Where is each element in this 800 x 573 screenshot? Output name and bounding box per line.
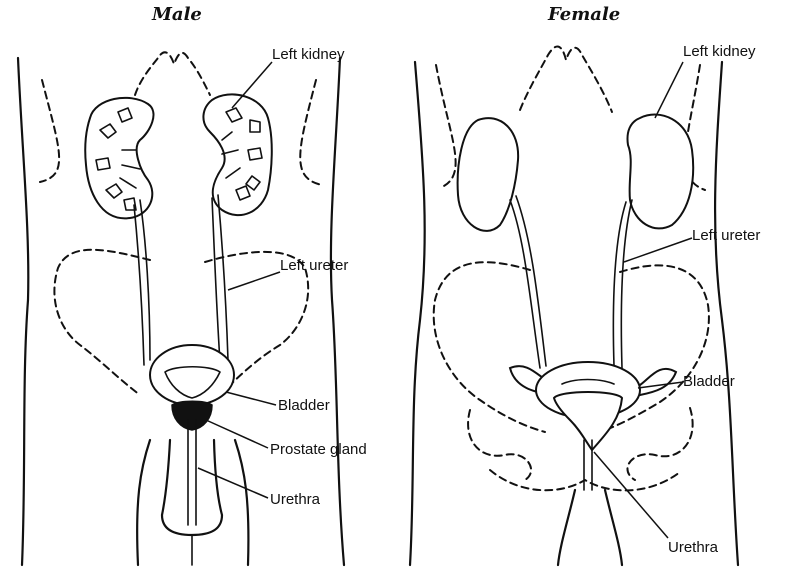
male-ribcage-outline-right (299, 79, 323, 186)
male-kidney-leader (231, 61, 273, 109)
female-left-ureter (620, 199, 633, 369)
male-pelvis-outline-right (204, 250, 310, 396)
female-hip-outline (467, 407, 694, 481)
male-left-ureter-2 (211, 197, 221, 363)
male-figure (16, 51, 346, 567)
male-urethra (187, 419, 197, 526)
female-figure (408, 45, 740, 567)
female-kidney-leader (654, 61, 684, 119)
male-kidney-lobes (95, 107, 263, 211)
female-pubis-outline (489, 469, 681, 492)
female-body-outline (408, 60, 426, 567)
female-bladder-leader (637, 381, 684, 389)
female-left-kidney (626, 113, 695, 230)
female-ureter-leader (623, 237, 693, 263)
male-bladder-label: Bladder (278, 397, 330, 414)
female-kidney-label: Left kidney (683, 43, 756, 60)
male-bladder-leader (225, 391, 277, 406)
male-right-ureter (139, 199, 151, 361)
female-right-ureter-2 (515, 195, 547, 367)
female-right-ureter (509, 199, 541, 369)
female-ribcage-outline (435, 64, 457, 189)
male-panel-title: Male (152, 4, 202, 25)
male-prostate (171, 400, 213, 431)
male-bladder (149, 344, 235, 406)
female-urethra-label: Urethra (668, 539, 719, 556)
male-prostate-label: Prostate gland (270, 441, 367, 458)
male-thigh-outline (136, 438, 152, 567)
female-body-outline-right (713, 60, 740, 567)
female-left-ureter-2 (612, 201, 627, 367)
male-body-outline (16, 56, 30, 567)
female-uterus (552, 391, 624, 452)
female-spine-outline (519, 45, 613, 113)
female-urethra-leader (593, 451, 669, 539)
male-left-ureter (217, 194, 229, 361)
male-thigh-outline-right (233, 438, 250, 567)
female-urethra (583, 439, 593, 491)
male-penis-outline (160, 438, 224, 537)
male-kidney-label: Left kidney (272, 46, 345, 63)
male-spine-outline (134, 51, 211, 96)
male-body-outline-right (329, 56, 346, 567)
female-pelvis-outline-right (599, 264, 710, 433)
female-leg-outline (556, 488, 624, 567)
male-urethra-label: Urethra (270, 491, 321, 508)
female-ureter-label: Left ureter (692, 227, 761, 244)
male-urethra-leader (197, 467, 269, 499)
male-pelvis-outline (53, 248, 151, 396)
male-left-kidney (202, 93, 273, 217)
female-bladder-inner (561, 378, 615, 385)
male-ureter-leader (227, 271, 281, 291)
male-ureter-label: Left ureter (280, 257, 349, 274)
female-bladder-label: Bladder (683, 373, 735, 390)
male-right-ureter-2 (133, 204, 145, 366)
female-panel-title: Female (548, 4, 621, 25)
female-pelvis-outline (432, 261, 546, 433)
male-bladder-inner (164, 365, 221, 399)
female-right-kidney (456, 117, 520, 232)
male-ribcage-outline (39, 79, 60, 183)
male-prostate-leader (205, 419, 269, 449)
